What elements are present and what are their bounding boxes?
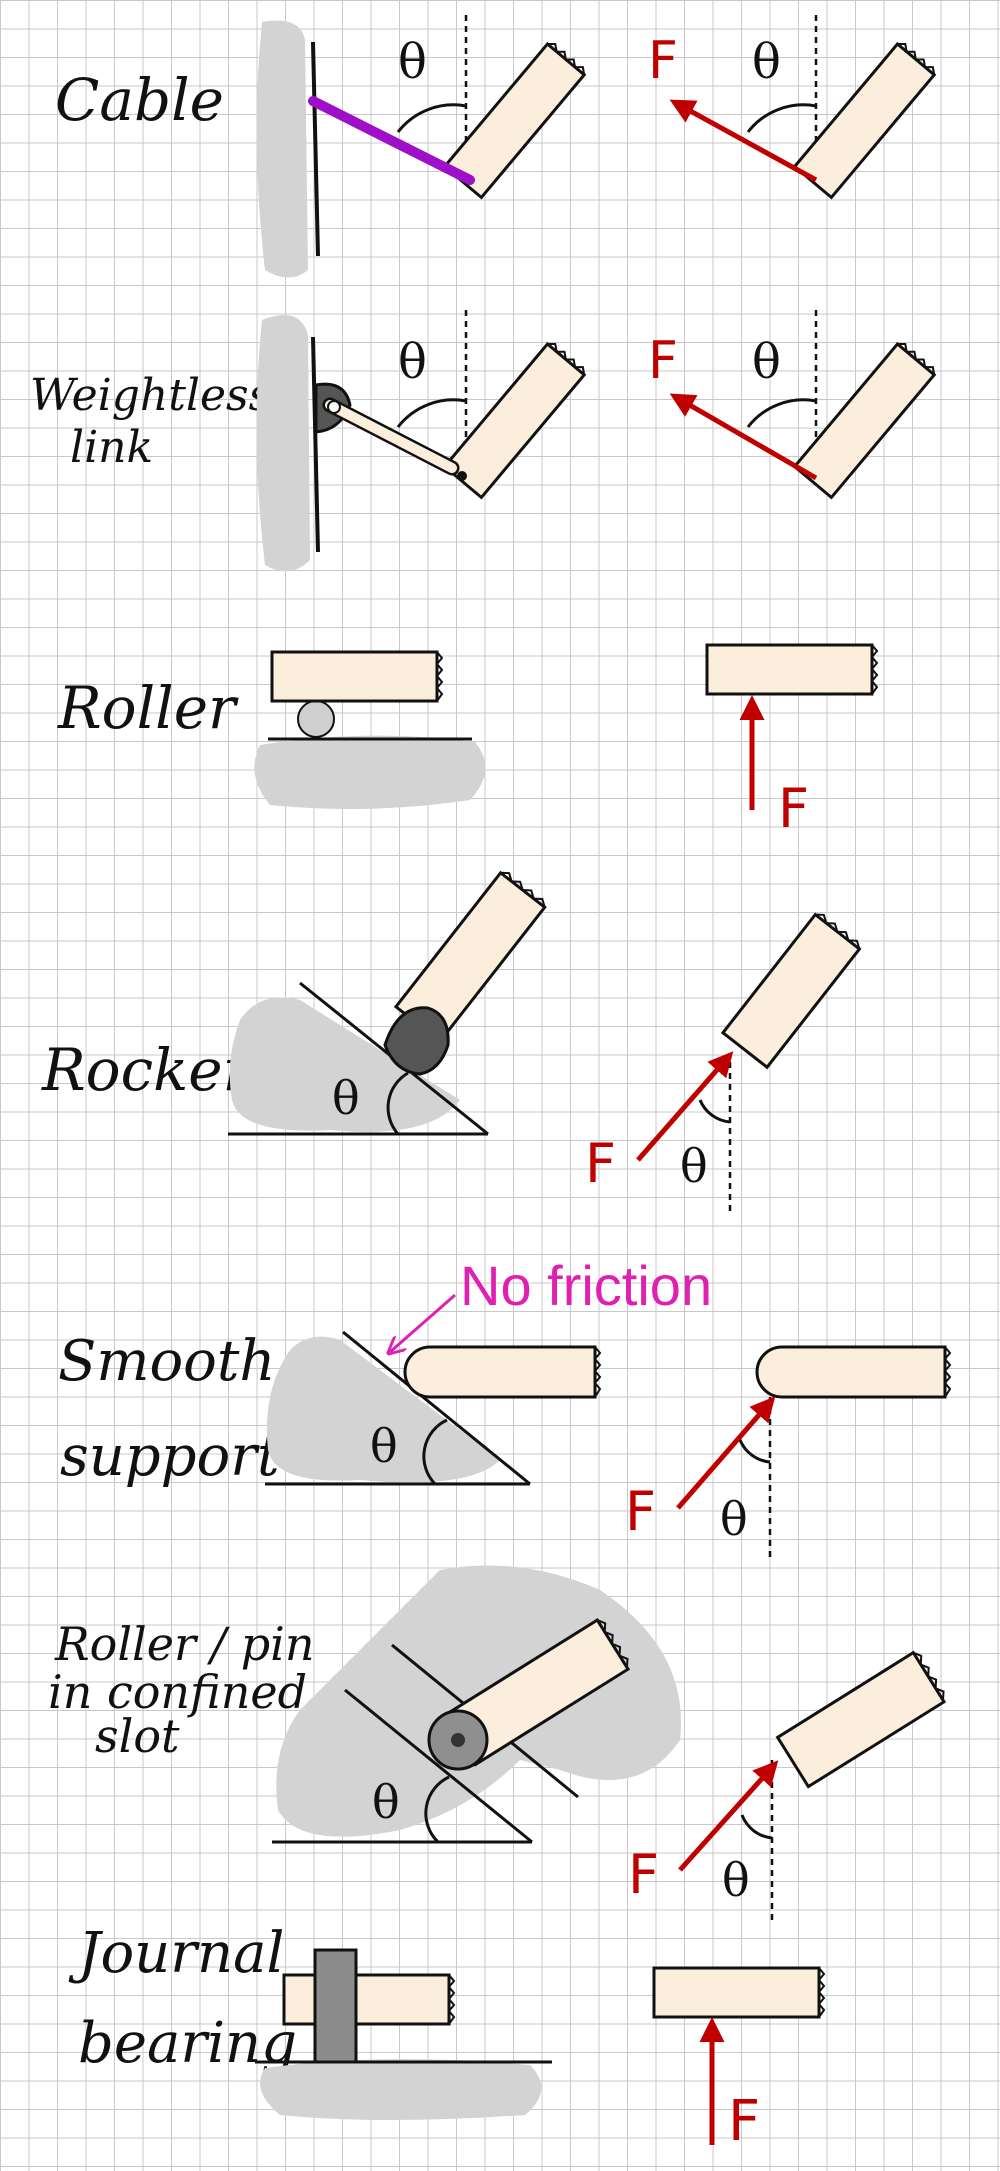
beam-segment [442, 341, 587, 500]
wall-shading [256, 20, 308, 278]
ground-shading [229, 997, 460, 1132]
angle-label: θ [398, 334, 427, 390]
ground-shading [254, 735, 486, 809]
force-label: F [648, 31, 678, 91]
angle-label: θ [370, 1419, 398, 1473]
row-roller: Roller F [57, 643, 879, 840]
roller-support-figure [254, 650, 486, 809]
force-label: F [728, 2089, 760, 2154]
no-friction-annotation: No friction [460, 1254, 712, 1317]
pin-center-icon [451, 1733, 465, 1747]
ground-shading [266, 1336, 500, 1483]
angle-arc [386, 1071, 409, 1135]
angle-arc [746, 103, 817, 133]
weightless-link [322, 397, 460, 476]
force-arrow [669, 99, 818, 183]
smooth-support-figure: θ [265, 1330, 602, 1486]
cable [308, 96, 475, 185]
row-label-line-2: bearing [78, 2011, 297, 2076]
force-label: F [628, 1843, 659, 1906]
angle-arc [740, 1814, 773, 1840]
force-label: F [778, 777, 809, 840]
journal-bearing-force-figure: F [652, 1966, 826, 2154]
confined-slot-force-figure: F θ [628, 1650, 947, 1922]
beam-segment [652, 1966, 826, 2019]
angle-arc [422, 1418, 448, 1486]
row-label-line-1: Weightless [30, 370, 271, 421]
roller-force-figure: F [705, 643, 879, 840]
wall-line [311, 41, 320, 257]
angle-label: θ [752, 334, 781, 390]
bearing-block [313, 1948, 358, 2064]
beam-segment [705, 643, 879, 696]
angle-label: θ [332, 1071, 360, 1125]
row-label-rocker: Rocker [41, 1036, 254, 1104]
annotation-arrow [390, 1293, 456, 1352]
angle-arc [396, 398, 467, 428]
force-label: F [585, 1132, 616, 1195]
angle-arc [698, 1099, 731, 1124]
angle-arc [424, 1775, 450, 1844]
angle-label: θ [680, 1139, 708, 1193]
force-label: F [625, 1480, 656, 1543]
smooth-support-force-figure: F θ [625, 1345, 952, 1562]
incline-line [344, 1688, 533, 1844]
row-label-line-2: in confined [48, 1665, 307, 1719]
ground-shading [260, 2059, 542, 2120]
confined-slot-figure: θ [272, 1565, 681, 1844]
journal-bearing-figure [255, 1948, 552, 2120]
roller-icon [297, 700, 335, 738]
angle-arc [396, 103, 467, 133]
angle-label: θ [720, 1492, 748, 1546]
wall-shading [256, 315, 310, 572]
angle-label: θ [372, 1775, 400, 1829]
row-cable: Cable θ F θ [55, 15, 937, 278]
row-roller-pin-in-confined-slot: Roller / pin in confined slot θ [48, 1565, 947, 1922]
row-label-line-2: support [60, 1424, 280, 1489]
row-smooth-support: Smooth support No friction θ F θ [58, 1254, 952, 1562]
cable-force-figure: F θ [648, 15, 937, 200]
wall-line [311, 336, 320, 553]
beam-segment [792, 41, 937, 200]
pin-icon [457, 471, 467, 481]
link-force-figure: F θ [648, 310, 937, 500]
angle-label: θ [752, 34, 781, 90]
link-support-figure: θ [256, 310, 587, 572]
force-label: F [648, 331, 678, 391]
row-rocker: Rocker θ F θ [41, 870, 862, 1215]
incline-line [342, 1330, 531, 1486]
beam-segment [270, 650, 444, 703]
row-label-line-1: Smooth [58, 1329, 275, 1394]
force-arrow [678, 1760, 779, 1872]
row-label-line-1: Journal [68, 1921, 284, 1986]
beam-segment [282, 1973, 456, 2026]
row-label-line-2: link [70, 422, 153, 473]
pin-icon [327, 400, 341, 414]
row-weightless-link: Weightless link θ [30, 310, 937, 572]
beam-segment [792, 341, 937, 500]
angle-arc [738, 1439, 771, 1464]
beam-segment [775, 1650, 947, 1789]
rocker-icon [383, 1006, 450, 1076]
row-label-line-3: slot [95, 1709, 180, 1763]
beam-segment [720, 912, 862, 1070]
beam-segment [403, 1345, 602, 1399]
force-arrow [636, 1051, 734, 1162]
angle-label: θ [398, 34, 427, 90]
angle-label: θ [722, 1853, 750, 1907]
row-label-line-1: Roller / pin [54, 1617, 315, 1671]
rocker-force-figure: F θ [585, 912, 862, 1215]
cable-support-figure: θ [256, 15, 587, 278]
force-arrow [676, 1396, 776, 1510]
rocker-support-figure: θ [228, 870, 547, 1136]
row-label-roller: Roller [57, 674, 239, 742]
force-arrow [669, 393, 818, 481]
angle-arc [746, 398, 817, 428]
row-label-cable: Cable [55, 66, 224, 134]
row-journal-bearing: Journal bearing F [68, 1921, 826, 2154]
beam-segment [755, 1345, 952, 1399]
